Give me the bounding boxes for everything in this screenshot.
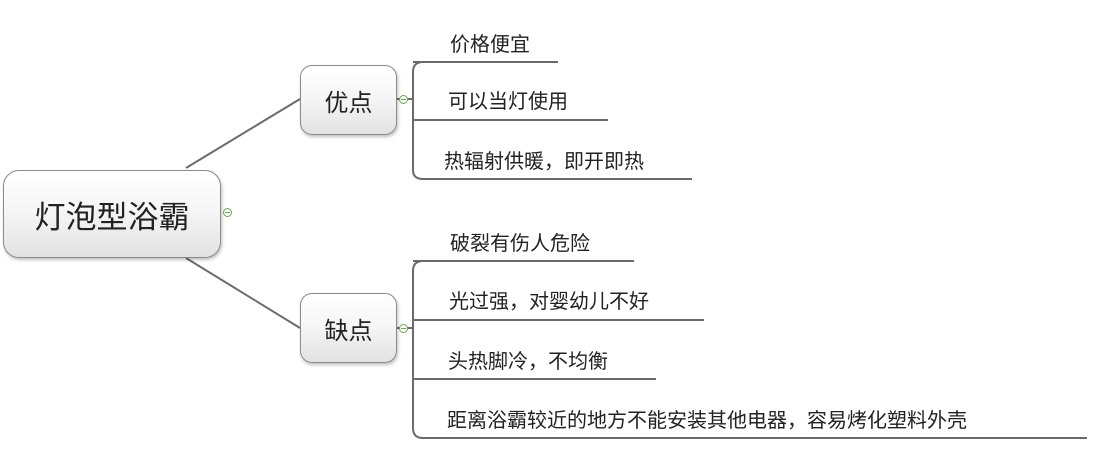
pros-item-1[interactable]: 价格便宜 <box>450 32 530 56</box>
cons-item-3[interactable]: 头热脚冷，不均衡 <box>448 349 608 373</box>
pros-collapse-icon[interactable] <box>399 95 408 104</box>
pros-item-3[interactable]: 热辐射供暖，即开即热 <box>444 149 644 173</box>
branch-topic-cons-label: 缺点 <box>324 316 373 345</box>
cons-item-2[interactable]: 光过强，对婴幼儿不好 <box>449 289 649 313</box>
link-root-pros <box>185 98 301 169</box>
root-collapse-icon[interactable] <box>223 208 232 217</box>
link-root-cons <box>185 257 301 329</box>
cons-item-1[interactable]: 破裂有伤人危险 <box>450 231 590 255</box>
branch-topic-cons[interactable]: 缺点 <box>300 293 397 363</box>
root-topic[interactable]: 灯泡型浴霸 <box>3 170 221 258</box>
pros-item-2[interactable]: 可以当灯使用 <box>448 89 568 113</box>
branch-topic-pros-label: 优点 <box>324 88 373 117</box>
branch-topic-pros[interactable]: 优点 <box>300 65 397 135</box>
cons-collapse-icon[interactable] <box>399 324 408 333</box>
root-topic-label: 灯泡型浴霸 <box>34 199 190 236</box>
cons-bracket <box>397 260 424 439</box>
cons-item-4[interactable]: 距离浴霸较近的地方不能安装其他电器，容易烤化塑料外壳 <box>447 408 967 432</box>
